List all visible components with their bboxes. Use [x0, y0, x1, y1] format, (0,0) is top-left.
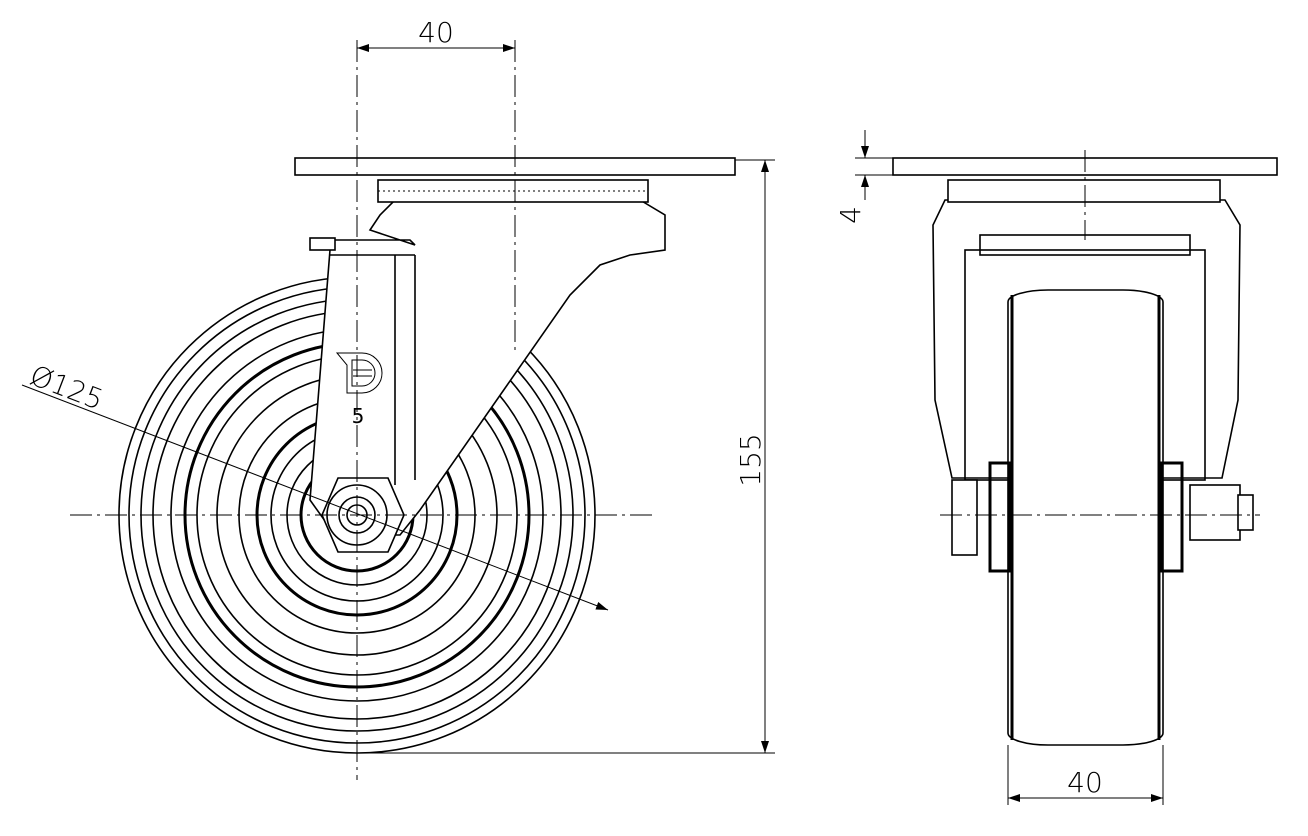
dim-plate-label: 4 [834, 206, 867, 224]
dim-width-label: 40 [1067, 766, 1103, 799]
dim-offset-label: 40 [418, 16, 454, 49]
brand-logo [335, 352, 383, 394]
front-view: 5 40 155 Ø125 [21, 16, 775, 780]
axle-bolt-end [1189, 484, 1241, 541]
load-class-label: 5 [352, 404, 365, 428]
axle-nut-side [951, 479, 978, 556]
side-wheel [1007, 289, 1164, 746]
dim-diameter-label: Ø125 [25, 359, 107, 417]
side-bearing-ring [947, 179, 1221, 203]
side-view: 4 40 [834, 130, 1278, 805]
dim-height-label: 155 [734, 433, 767, 486]
brake-tab [309, 237, 336, 251]
dim-diameter-line [21, 384, 609, 611]
